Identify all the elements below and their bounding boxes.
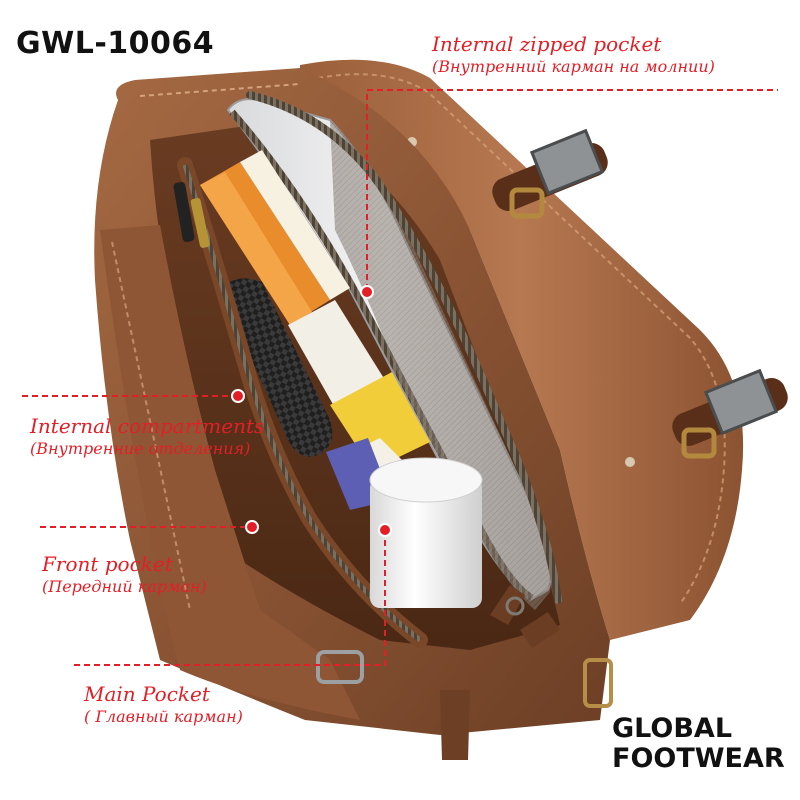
brand-line-2: FOOTWEAR — [612, 743, 785, 774]
callout-en: Internal compartments — [30, 414, 265, 438]
orange-box — [200, 150, 350, 325]
callout-lines — [22, 89, 778, 666]
callout-en: Internal zipped pocket — [432, 32, 662, 56]
callout-ru: (Передний карман) — [42, 577, 207, 596]
carbon-wallet — [220, 278, 333, 457]
callout-ru: (Внутренние отделения) — [30, 439, 251, 458]
callout-en: Front pocket — [42, 552, 173, 576]
callout-internal-compartments: Internal compartments (Внутренние отделе… — [30, 414, 264, 460]
water-bottle — [369, 457, 483, 608]
brand-line-1: GLOBAL — [612, 713, 733, 744]
callout-front-pocket: Front pocket (Передний карман) — [42, 552, 207, 598]
callout-internal-zipped-pocket: Internal zipped pocket (Внутренний карма… — [432, 32, 715, 78]
model-code: GWL-10064 — [16, 26, 215, 61]
brand-logo: GLOBAL FOOTWEAR — [612, 714, 785, 774]
bottom-hardware — [316, 650, 613, 760]
zipper-pulls — [490, 585, 560, 648]
pen — [173, 182, 210, 248]
strap-top — [492, 128, 608, 219]
callout-ru: ( Главный карман) — [84, 707, 243, 726]
callout-dots — [231, 285, 392, 537]
zipped-pocket — [330, 120, 551, 610]
front-pocket-panel — [100, 225, 360, 720]
callout-en: Main Pocket — [84, 682, 210, 706]
callout-main-pocket: Main Pocket ( Главный карман) — [84, 682, 243, 728]
strap-bottom — [672, 368, 788, 459]
callout-ru: (Внутренний карман на молнии) — [432, 57, 715, 76]
bag-flap — [300, 59, 744, 640]
